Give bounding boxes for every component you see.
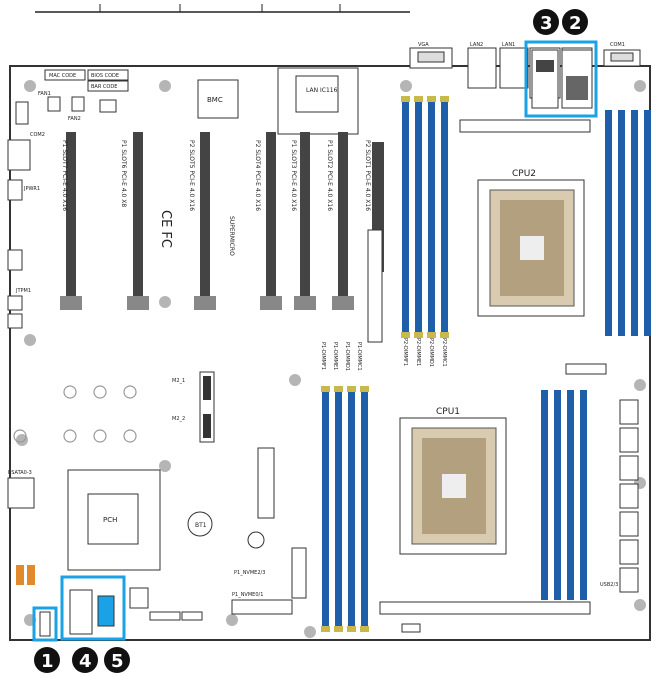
- dimm-label: P1-DIMMD1: [344, 342, 350, 371]
- small-header-1: [39, 611, 51, 637]
- slot2-label: P1 SLOT2 PCI-E 4.0 X16: [326, 140, 333, 211]
- fan2-label: FAN2: [68, 116, 81, 122]
- m2-2-label: M2_2: [172, 416, 185, 422]
- left-headers: [7, 96, 117, 509]
- bottom-headers: [129, 587, 421, 633]
- cpu1-label: CPU1: [436, 407, 460, 417]
- cpu2-socket: [477, 179, 585, 317]
- buzzer: [247, 531, 265, 549]
- callout-badge-4: 4: [72, 647, 98, 673]
- cpu2-label: CPU2: [512, 169, 536, 179]
- highlight-usb-area: [60, 575, 126, 641]
- mac-code-label: MAC CODE: [49, 73, 76, 79]
- jtpm-label: JTPM1: [15, 288, 31, 294]
- right-headers: [619, 399, 639, 593]
- dimm-label: P2-DIMME1: [415, 338, 421, 366]
- top-strip: [35, 4, 410, 13]
- connector-strip-top: [459, 119, 591, 133]
- via-holes: [13, 385, 137, 443]
- nvme1-label: P1_NVME0/1: [232, 592, 263, 598]
- dimm-label: P2-DIMMF1: [402, 338, 408, 366]
- highlight-callout-1: [32, 606, 58, 642]
- m2-area: M2_1 M2_2 P1_NVME0/1 P1_NVME2/3: [172, 371, 307, 615]
- fan1-label: FAN1: [38, 91, 51, 97]
- slot-labels: P1 SLOT7 PCI-E 4.0 X16 P1 SLOT6 PCI-E 4.…: [61, 140, 371, 211]
- callout-badge-2: 2: [562, 9, 588, 35]
- slot5-label: P2 SLOT5 PCI-E 4.0 X16: [188, 140, 195, 211]
- dimm-label: P1-DIMMC1: [356, 342, 362, 371]
- bmc-label: BMC: [207, 96, 223, 104]
- com2-label: COM2: [30, 132, 45, 138]
- slot1-label: P2 SLOT1 PCI-E 4.0 X16: [364, 140, 371, 211]
- ce-fc-mark: CE FC: [158, 210, 173, 248]
- battery: [187, 511, 213, 537]
- lan1-label: LAN1: [502, 42, 515, 48]
- svg-text:3: 3: [540, 13, 553, 34]
- orange-headers: [16, 565, 35, 585]
- code-boxes: MAC CODE BIOS CODE BAR CODE: [44, 69, 129, 92]
- mounting-holes: [16, 80, 646, 638]
- small-strip: [565, 363, 607, 375]
- dimm-labels: P1-DIMMF1 P1-DIMME1 P1-DIMMD1 P1-DIMMC1 …: [320, 338, 447, 371]
- m2-connector-vertical: [367, 229, 383, 343]
- sata-label: I-SATA0-3: [8, 470, 32, 476]
- slot3-label: P1 SLOT3 PCI-E 4.0 X16: [290, 140, 297, 211]
- vga-label: VGA: [418, 42, 429, 48]
- usb-port-stack: [531, 49, 559, 109]
- slot6-label: P1 SLOT6 PCI-E 4.0 X8: [120, 140, 127, 207]
- bios-code-label: BIOS CODE: [91, 73, 119, 79]
- usb-header: [69, 589, 93, 635]
- dimm-label: P1-DIMME1: [332, 342, 338, 370]
- pch-label: PCH: [103, 516, 117, 524]
- dimm-slots: [322, 100, 651, 628]
- bar-code-label: BAR CODE: [91, 84, 117, 90]
- pch-chip: [87, 493, 139, 545]
- supermicro-logo: SUPERMICRO: [228, 216, 235, 256]
- lan-ic-label: LAN IC116: [306, 87, 338, 94]
- cpu1-socket: [399, 417, 507, 555]
- svg-text:5: 5: [111, 651, 124, 672]
- nvme2-label: P1_NVME2/3: [234, 570, 265, 576]
- bmc-chip: [197, 79, 239, 119]
- svg-text:2: 2: [569, 13, 582, 34]
- jpwr-label: JPWR1: [23, 186, 40, 192]
- svg-text:1: 1: [41, 651, 54, 672]
- callout-badge-5: 5: [104, 647, 130, 673]
- slot7-label: P1 SLOT7 PCI-E 4.0 X16: [61, 140, 68, 211]
- highlight-rear-io: [524, 40, 598, 118]
- usb-header-label: USB2/3: [600, 582, 618, 588]
- dimm-label: P2-DIMMD1: [428, 338, 434, 367]
- callout-badge-1: 1: [34, 647, 60, 673]
- com1-label: COM1: [610, 42, 625, 48]
- slot4-label: P2 SLOT4 PCI-E 4.0 X16: [254, 140, 261, 211]
- usb-typea-connector: [97, 595, 115, 627]
- dimm-label: P2-DIMMC1: [441, 338, 447, 367]
- dimm-label: P1-DIMMF1: [320, 342, 326, 370]
- connector-strip-bottom: [379, 601, 591, 615]
- lan2-label: LAN2: [470, 42, 483, 48]
- callout-badge-3: 3: [533, 9, 559, 35]
- m2-1-label: M2_1: [172, 378, 185, 384]
- bt1-label: BT1: [195, 522, 207, 529]
- dimm-clips: [321, 96, 449, 632]
- svg-text:4: 4: [79, 651, 92, 672]
